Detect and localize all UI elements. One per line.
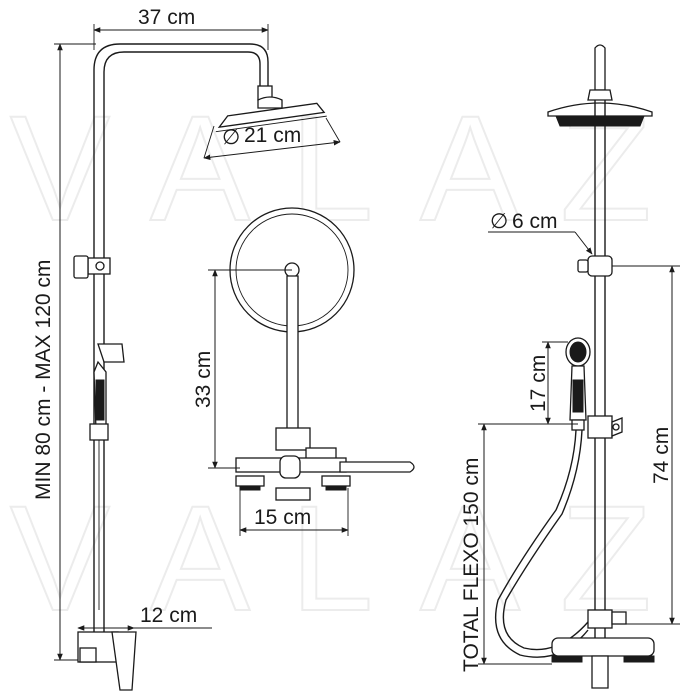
arm-top: [286, 275, 299, 437]
wall-offset-label: 12 cm: [140, 604, 197, 627]
dim-handset-length: 17 cm: [527, 341, 572, 425]
dim-height-range: MIN 80 cm - MAX 120 cm: [32, 43, 96, 661]
watermark-letter-8: L: [290, 474, 373, 642]
mixer-front: [551, 609, 655, 689]
head-diameter-label: 21 cm: [244, 124, 301, 147]
watermark-letter-4: A: [420, 84, 520, 252]
slider-front: [587, 415, 623, 439]
dim-hose-length: TOTAL FLEXO 150 cm: [460, 423, 578, 672]
watermark: V A L A Z V A L A Z: [9, 83, 653, 643]
handset-length-label: 17 cm: [527, 355, 550, 412]
mixer-top: [235, 427, 415, 501]
arm-height-label: 33 cm: [192, 351, 215, 408]
dim-arm-height: 33 cm: [192, 269, 292, 469]
front-view: [494, 44, 655, 689]
shower-head-side: [215, 96, 327, 133]
coupling: [89, 423, 109, 441]
watermark-letter-7: A: [150, 474, 250, 642]
top-width-label: 37 cm: [138, 6, 195, 29]
pipe-diameter-symbol: ∅: [490, 210, 508, 233]
dim-pipe-diameter: ∅ 6 cm: [488, 210, 593, 255]
pipe-diameter-label: 6 cm: [512, 210, 558, 233]
dim-wall-offset: 12 cm: [77, 604, 212, 631]
head-diameter-symbol: ∅: [222, 126, 240, 149]
top-view: [229, 207, 415, 501]
handset-front: [565, 337, 591, 431]
diverter-valve: [73, 255, 111, 279]
diverter-front: [577, 255, 613, 277]
mixer-side: [77, 631, 137, 691]
height-range-label: MIN 80 cm - MAX 120 cm: [32, 260, 55, 500]
dim-column-height: 74 cm: [612, 265, 680, 625]
hose-length-label: TOTAL FLEXO 150 cm: [460, 458, 483, 672]
mixer-spacing-label: 15 cm: [254, 506, 311, 529]
dim-top-width: 37 cm: [93, 6, 269, 50]
side-view: [73, 43, 327, 691]
shower-head-front: [547, 89, 653, 127]
dim-head-diameter: ∅ 21 cm: [203, 117, 341, 161]
watermark-letter-2: A: [150, 84, 250, 252]
column-height-label: 74 cm: [650, 427, 673, 484]
dim-mixer-spacing: 15 cm: [239, 488, 349, 536]
handset-holder: [93, 343, 125, 431]
